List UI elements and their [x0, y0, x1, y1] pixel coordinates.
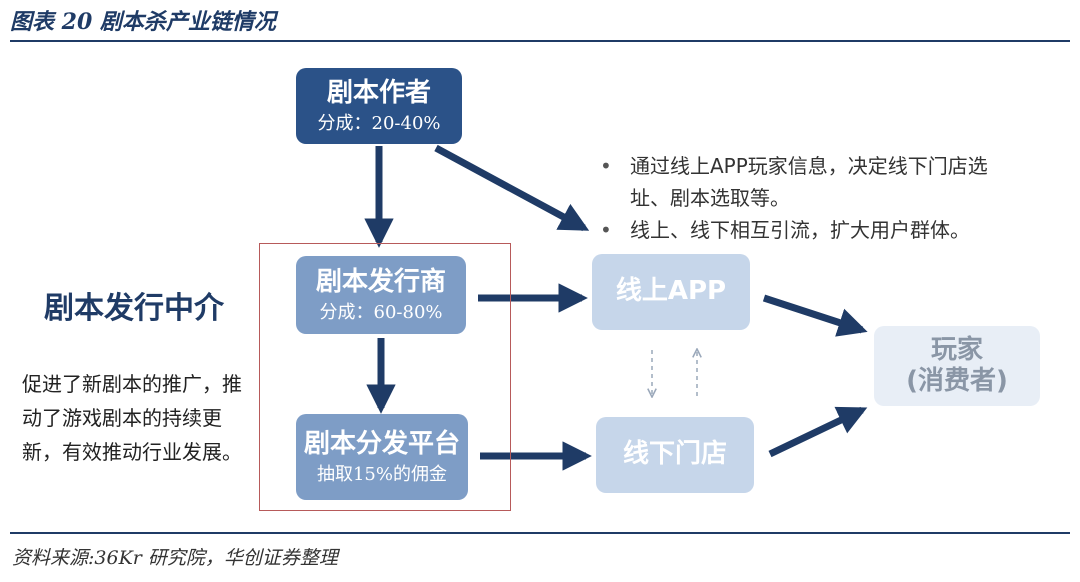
- arrow-author-to-online: [434, 144, 590, 232]
- source-divider: [10, 532, 1070, 534]
- node-distribution-platform-commission: 抽取15%的佣金: [316, 463, 447, 485]
- node-script-author-share: 分成：20-40%: [317, 112, 441, 134]
- bullet-text: 线上、线下相互引流，扩大用户群体。: [630, 218, 970, 242]
- bullet-item: • 通过线上APP玩家信息，决定线下门店选址、剧本选取等。: [598, 150, 1018, 214]
- node-script-publisher-label: 剧本发行商: [315, 266, 446, 297]
- title-divider: [10, 40, 1070, 42]
- source-note: 资料来源:36Kr 研究院，华创证券整理: [12, 547, 338, 569]
- node-script-author-label: 剧本作者: [326, 77, 431, 108]
- node-offline-store: 线下门店: [596, 417, 754, 493]
- node-offline-store-label: 线下门店: [622, 439, 727, 470]
- bullet-dot-icon: •: [600, 154, 612, 178]
- bullet-text: 通过线上APP玩家信息，决定线下门店选址、剧本选取等。: [630, 154, 988, 210]
- node-script-publisher: 剧本发行商 分成：60-80%: [296, 256, 466, 334]
- figure-title: 图表 20 剧本杀产业链情况: [10, 9, 276, 35]
- intermediary-frame: [259, 243, 511, 511]
- intermediary-title: 剧本发行中介: [44, 291, 224, 326]
- node-online-app: 线上APP: [592, 254, 750, 330]
- bullet-dot-icon: •: [600, 218, 612, 242]
- node-distribution-platform-label: 剧本分发平台: [303, 428, 460, 459]
- node-player-sub: (消费者): [906, 366, 1008, 396]
- node-script-publisher-share: 分成：60-80%: [319, 301, 443, 323]
- node-player: 玩家 (消费者): [874, 326, 1040, 406]
- arrow-offline-to-player: [768, 406, 868, 458]
- node-player-label: 玩家: [930, 334, 983, 365]
- node-script-author: 剧本作者 分成：20-40%: [296, 68, 462, 144]
- bullet-list: • 通过线上APP玩家信息，决定线下门店选址、剧本选取等。 • 线上、线下相互引流，…: [598, 150, 1018, 246]
- arrow-online-to-player: [762, 294, 868, 337]
- bullet-item: • 线上、线下相互引流，扩大用户群体。: [598, 214, 1018, 246]
- node-online-app-label: 线上APP: [615, 276, 727, 307]
- intermediary-description: 促进了新剧本的推广，推动了游戏剧本的持续更新，有效推动行业发展。: [22, 372, 242, 464]
- node-distribution-platform: 剧本分发平台 抽取15%的佣金: [296, 414, 468, 500]
